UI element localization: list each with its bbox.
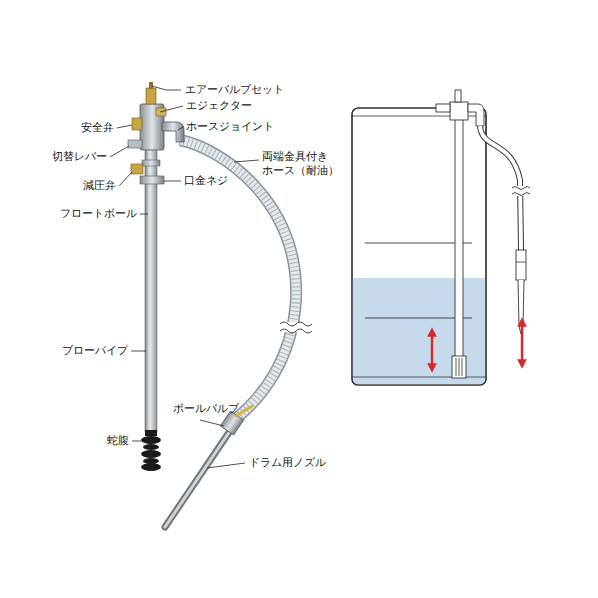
pump-head	[128, 82, 184, 184]
bellows	[141, 430, 161, 471]
part-label: 切替レバー	[51, 150, 108, 164]
blow-pipe	[145, 148, 157, 432]
part-label: 減圧弁	[82, 179, 117, 193]
drum-pump	[436, 90, 530, 378]
part-label: 安全弁	[80, 121, 115, 135]
part-label: ボールバルブ	[172, 402, 240, 416]
drum-nozzle	[165, 406, 252, 527]
drum	[352, 108, 486, 385]
part-label: ブローパイプ	[61, 344, 129, 358]
part-label: 両端金具付き ホース（耐油）	[261, 150, 345, 177]
part-label: ドラム用ノズル	[248, 456, 327, 470]
part-label: エアーバルブセット	[184, 83, 285, 97]
part-label: エジェクター	[185, 99, 253, 113]
part-label: 口金ネジ	[183, 174, 229, 188]
part-label: 蛇腹	[106, 434, 130, 448]
leader-lines	[110, 86, 259, 468]
part-label: ホースジョイント	[185, 120, 275, 134]
part-label: フロートボール	[59, 207, 138, 221]
hose	[180, 140, 312, 420]
level-arrows	[432, 322, 522, 368]
